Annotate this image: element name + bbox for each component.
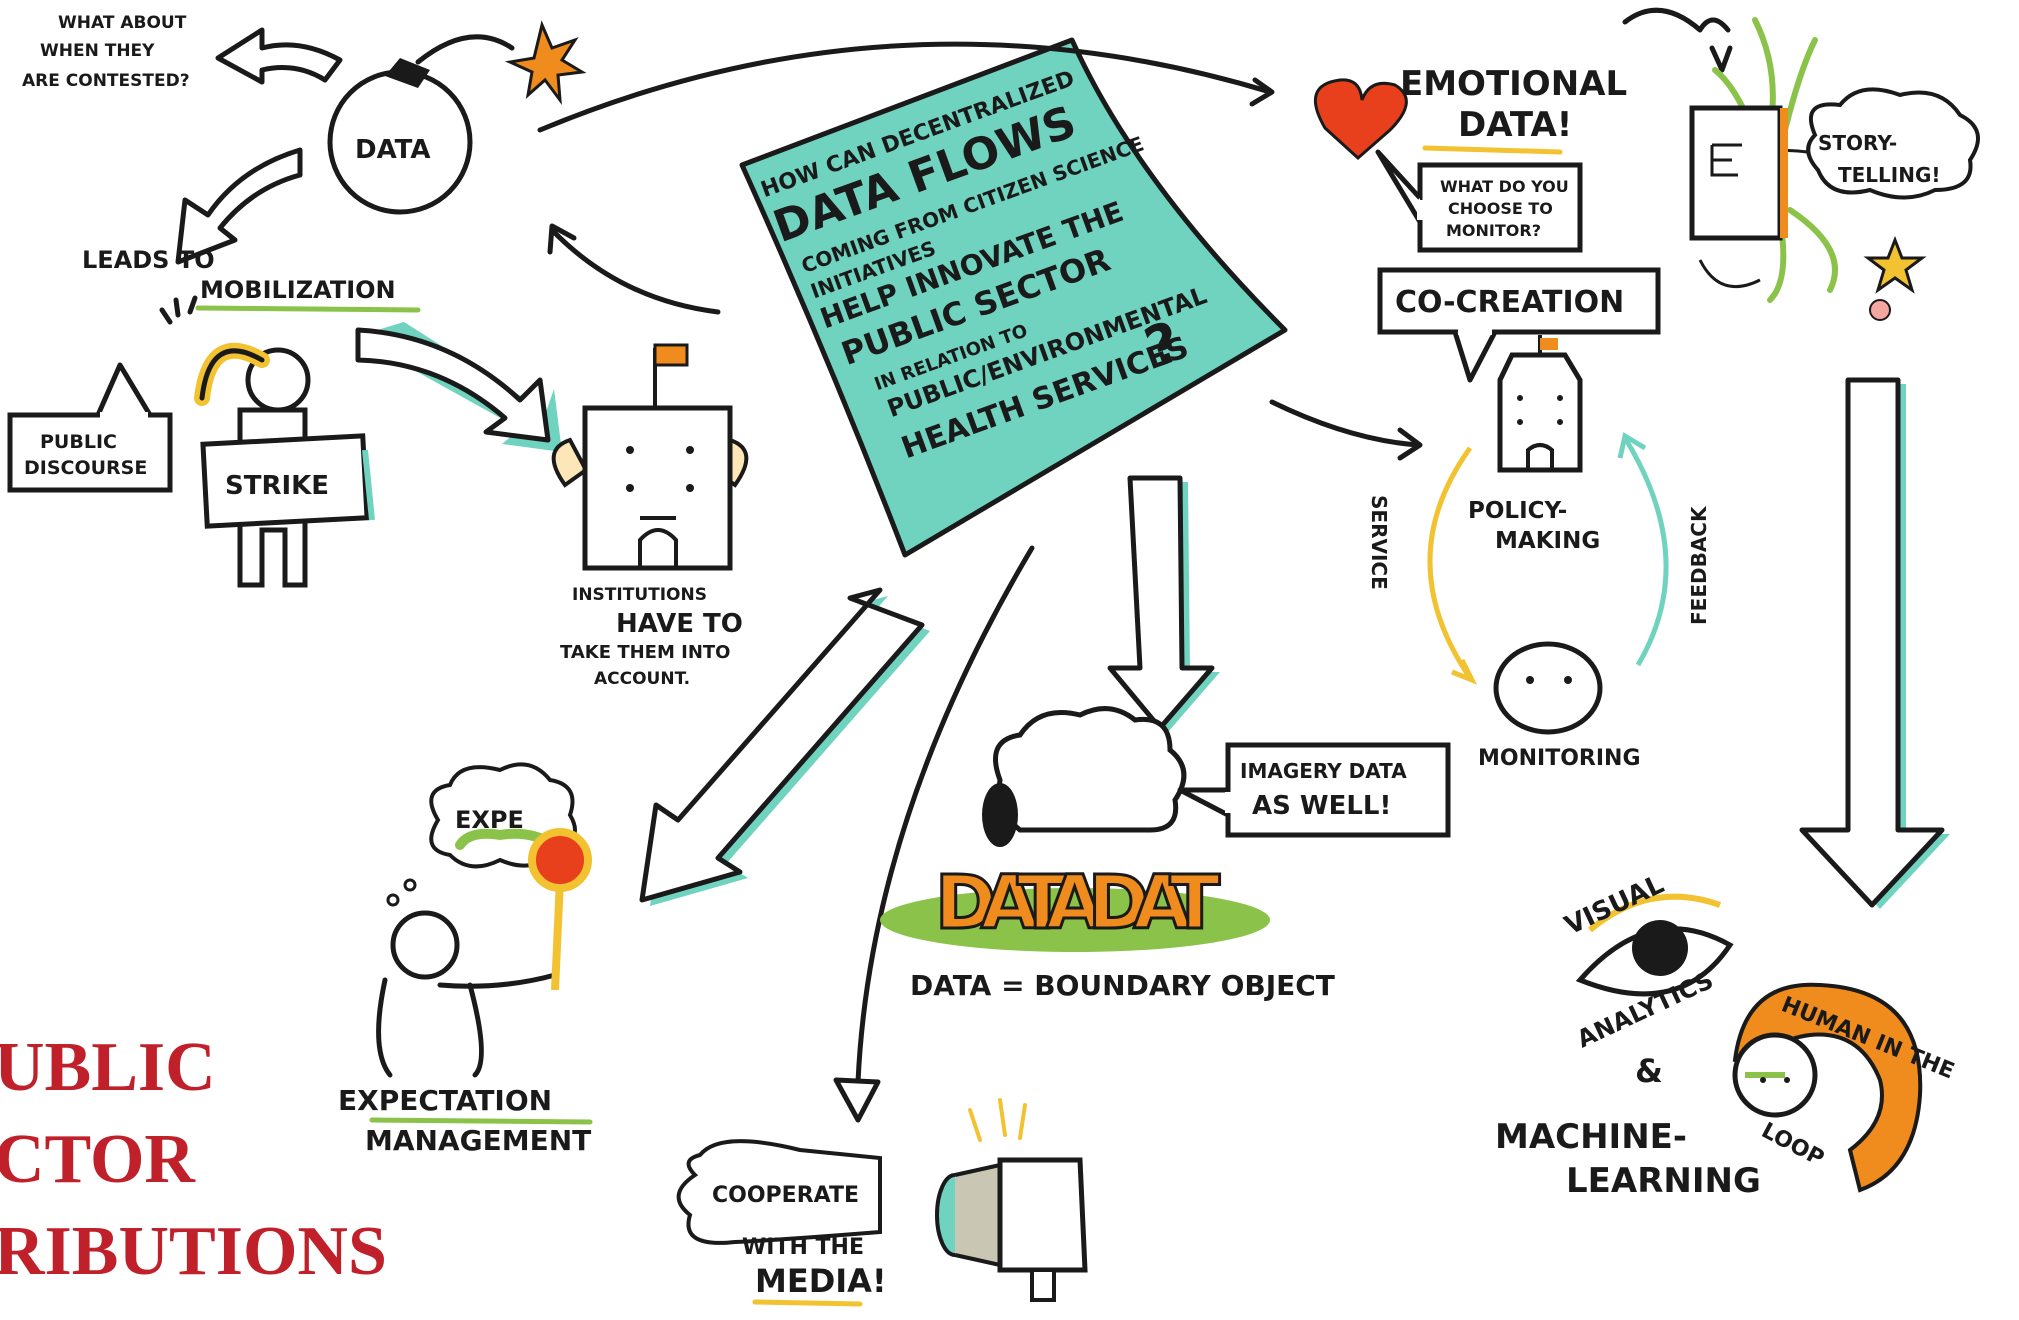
eye-icon — [1575, 893, 1734, 997]
svg-text:PUBLIC: PUBLIC — [40, 431, 117, 453]
monitor-question-bubble: WHAT DO YOU CHOOSE TO MONITOR? — [1375, 149, 1583, 253]
side-title-line-3: RIBUTIONS — [0, 1213, 387, 1290]
institutions-line-4: ACCOUNT. — [594, 669, 690, 689]
policy-building-icon — [1497, 335, 1583, 473]
arrow-storytelling-to-analytics — [1799, 377, 1945, 908]
machine-label: MACHINE- — [1495, 1117, 1687, 1157]
learning-label: LEARNING — [1566, 1161, 1761, 1201]
contested-note: WHAT ABOUT WHEN THEY ARE CONTESTED? — [22, 13, 190, 91]
cooperate-label: COOPERATE — [712, 1183, 859, 1208]
svg-text:ARE CONTESTED?: ARE CONTESTED? — [22, 71, 190, 91]
boundary-object-label: DATA = BOUNDARY OBJECT — [910, 969, 1335, 1002]
management-label: MANAGEMENT — [365, 1124, 591, 1157]
expectation-cloud-text: EXPE — [455, 806, 524, 834]
arrow-bomb-to-emotional — [537, 41, 1273, 133]
svg-text:MONITOR?: MONITOR? — [1446, 221, 1541, 240]
leads-to-label: LEADS TO — [82, 246, 215, 274]
arrow-card-to-policy — [1269, 399, 1421, 448]
feedback-arrow — [1622, 436, 1669, 667]
bomb-icon: DATA — [327, 20, 587, 215]
svg-text:TELLING!: TELLING! — [1838, 163, 1941, 187]
service-label: SERVICE — [1367, 495, 1391, 590]
bomb-label: DATA — [355, 135, 431, 165]
grass-patch — [880, 888, 1270, 952]
public-discourse-bubble: PUBLIC DISCOURSE — [7, 362, 173, 493]
svg-text:WHAT ABOUT: WHAT ABOUT — [58, 13, 187, 33]
ampersand-label: & — [1635, 1052, 1663, 1090]
feedback-label: FEEDBACK — [1687, 505, 1711, 625]
emotional-label: EMOTIONAL — [1400, 64, 1627, 104]
svg-text:WHAT DO YOU: WHAT DO YOU — [1440, 177, 1569, 196]
media-label: MEDIA! — [755, 1262, 887, 1300]
megaphone-icon: COOPERATE — [676, 1098, 1088, 1302]
heart-icon — [1314, 78, 1408, 161]
sheep-icon — [982, 706, 1187, 847]
strike-label: STRIKE — [225, 471, 329, 501]
svg-text:DISCOURSE: DISCOURSE — [24, 457, 147, 479]
human-loop-icon — [1732, 982, 1923, 1193]
expectation-person-icon: EXPE — [376, 762, 592, 1078]
loop-label: LOOP — [1757, 1118, 1828, 1171]
institutions-line-1: INSTITUTIONS — [572, 585, 707, 605]
monitoring-face-icon — [1493, 641, 1603, 735]
svg-text:CHOOSE TO: CHOOSE TO — [1448, 199, 1553, 218]
svg-text:IMAGERY DATA: IMAGERY DATA — [1240, 759, 1407, 783]
emotional-data-label: DATA! — [1458, 105, 1572, 145]
service-arrow — [1427, 446, 1473, 680]
side-title-line-1: UBLIC — [0, 1029, 216, 1106]
arrow-card-to-expectation — [639, 587, 925, 903]
arrow-card-to-media — [855, 545, 1035, 1085]
strike-sign: STRIKE — [200, 433, 375, 529]
monitoring-label: MONITORING — [1478, 746, 1641, 771]
central-question-card: HOW CAN DECENTRALIZED DATA FLOWS COMING … — [739, 37, 1288, 558]
with-the-label: WITH THE — [742, 1235, 864, 1260]
arrow-bomb-to-contested — [215, 27, 343, 85]
institutions-line-2: HAVE TO — [616, 609, 743, 639]
institution-building-icon — [551, 343, 749, 571]
expectation-label: EXPECTATION — [338, 1084, 552, 1117]
imagery-bubble: IMAGERY DATA AS WELL! — [1177, 742, 1451, 838]
svg-text:STORY-: STORY- — [1818, 131, 1897, 155]
mobilization-label: MOBILIZATION — [200, 276, 396, 304]
institutions-line-3: TAKE THEM INTO — [560, 642, 730, 663]
arrow-strike-to-institutions — [355, 327, 551, 443]
side-title-line-2: CTOR — [0, 1121, 196, 1198]
arrow-card-to-bomb — [549, 227, 721, 315]
policy-line-2: MAKING — [1495, 528, 1600, 554]
policy-line-1: POLICY- — [1468, 498, 1567, 524]
storytelling-cloud: STORY- TELLING! — [1806, 87, 1980, 200]
datadat-label: DATADAT — [935, 860, 1221, 946]
cocreation-bubble: CO-CREATION — [1377, 267, 1661, 383]
svg-text:WHEN THEY: WHEN THEY — [40, 41, 155, 61]
svg-text:AS WELL!: AS WELL! — [1252, 791, 1391, 821]
arrow-bomb-to-mobilization — [175, 147, 303, 265]
arrow-card-to-datadat — [1107, 475, 1215, 731]
svg-text:CO-CREATION: CO-CREATION — [1395, 285, 1624, 320]
